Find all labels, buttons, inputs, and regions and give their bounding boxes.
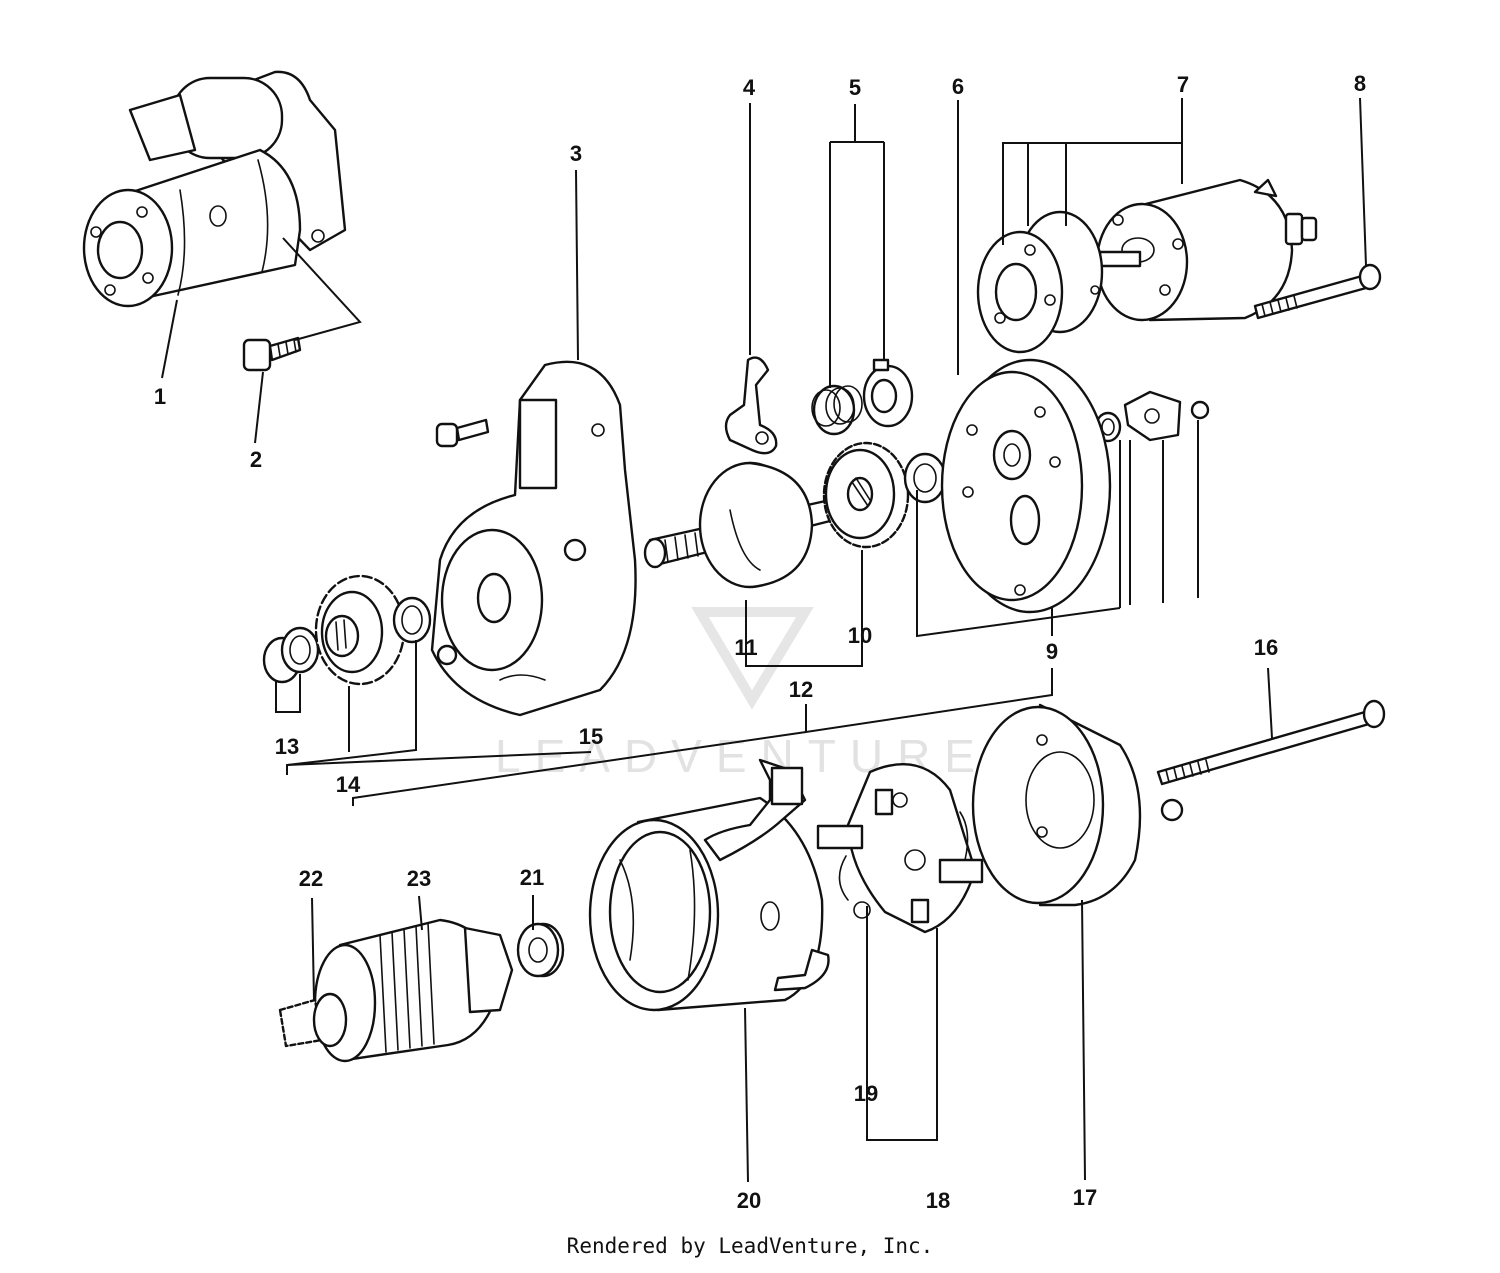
footer-credit: Rendered by LeadVenture, Inc. [566,1234,934,1258]
callout-9[interactable]: 9 [1046,639,1058,664]
leader-lines [161,97,1367,1183]
callout-5[interactable]: 5 [849,75,861,100]
callout-11[interactable]: 11 [734,635,757,660]
callout-12[interactable]: 12 [789,677,813,702]
callout-22[interactable]: 22 [299,866,323,891]
callout-21[interactable]: 21 [520,865,544,890]
part-gear-housing[interactable] [940,358,1112,614]
part-starter-assembly[interactable] [82,70,347,308]
callout-23[interactable]: 23 [407,866,431,891]
callout-10[interactable]: 10 [848,623,872,648]
part-through-bolt-8[interactable] [1253,263,1382,320]
part-solenoid[interactable] [1095,178,1318,322]
part-through-bolt-16[interactable] [1156,699,1386,786]
part-shift-lever[interactable] [724,356,778,455]
part-spring[interactable] [811,384,863,436]
part-drive-housing[interactable] [430,360,637,717]
part-washer-9a[interactable] [903,452,947,504]
callout-4[interactable]: 4 [743,75,756,100]
part-reduction-gear[interactable] [822,441,910,549]
callout-13[interactable]: 13 [275,734,299,759]
callout-3[interactable]: 3 [570,141,582,166]
part-bearing[interactable] [516,922,565,978]
callout-16[interactable]: 16 [1254,635,1278,660]
part-yoke[interactable] [588,758,830,1012]
callout-17[interactable]: 17 [1073,1185,1097,1210]
callout-7[interactable]: 7 [1177,72,1189,97]
callout-labels: 1 2 3 4 5 6 7 8 9 10 11 12 13 14 15 16 1… [154,71,1366,1213]
callout-1[interactable]: 1 [154,384,166,409]
callout-20[interactable]: 20 [737,1188,761,1213]
callout-15[interactable]: 15 [579,724,603,749]
part-pinion-shaft[interactable] [643,461,836,589]
part-nut-16[interactable] [1160,798,1184,822]
part-screw-housing[interactable] [435,418,490,448]
part-snap-ring[interactable] [262,626,320,684]
callout-18[interactable]: 18 [926,1188,950,1213]
part-rear-end-cover[interactable] [971,703,1142,907]
part-spring-retainer[interactable] [862,358,914,428]
part-solenoid-plate[interactable] [976,210,1104,354]
part-bracket-9[interactable] [1123,390,1182,442]
part-brush-holder[interactable] [816,763,984,934]
part-pinion-ring[interactable] [392,596,432,644]
part-pinion-gear[interactable] [314,574,406,686]
part-bolt-2[interactable] [242,336,302,372]
callout-19[interactable]: 19 [854,1081,878,1106]
part-nut-9[interactable] [1190,400,1210,420]
part-armature[interactable] [278,918,514,1063]
callout-14[interactable]: 14 [336,772,361,797]
callout-2[interactable]: 2 [250,447,262,472]
callout-8[interactable]: 8 [1354,71,1366,96]
callout-6[interactable]: 6 [952,74,964,99]
